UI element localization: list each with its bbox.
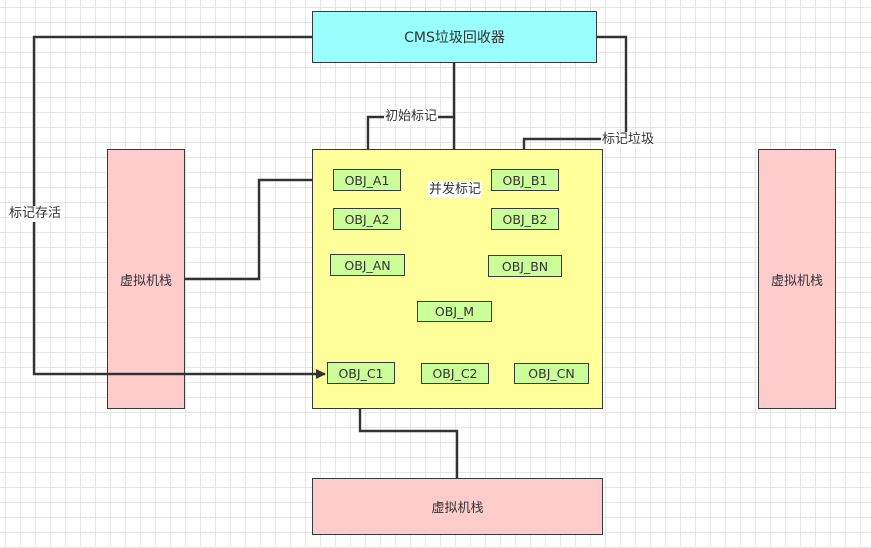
obj-a1-label: OBJ_A1 (344, 172, 390, 188)
mark-live-label: 标记存活 (8, 206, 63, 222)
vm-stack-left[interactable]: 虚拟机栈 (107, 149, 185, 409)
obj-a2-label: OBJ_A2 (344, 211, 390, 227)
mark-garbage-label: 标记垃圾 (601, 132, 656, 148)
vm-stack-left-label: 虚拟机栈 (119, 273, 172, 289)
obj-c2-node[interactable]: OBJ_C2 (421, 363, 489, 384)
obj-b1-label: OBJ_B1 (502, 172, 548, 188)
vm-stack-bottom[interactable]: 虚拟机栈 (312, 478, 603, 535)
obj-m-label: OBJ_M (434, 304, 475, 319)
obj-bn-node[interactable]: OBJ_BN (488, 255, 562, 277)
obj-m-node[interactable]: OBJ_M (417, 301, 492, 322)
obj-b1-node[interactable]: OBJ_B1 (491, 169, 559, 191)
vm-stack-right[interactable]: 虚拟机栈 (758, 149, 836, 409)
obj-bn-label: OBJ_BN (501, 258, 549, 274)
obj-b2-node[interactable]: OBJ_B2 (491, 208, 559, 230)
cms-gc-label: CMS垃圾回收器 (404, 30, 505, 46)
vm-stack-bottom-label: 虚拟机栈 (431, 501, 484, 516)
initial-mark-label: 初始标记 (384, 109, 439, 125)
vm-stack-right-label: 虚拟机栈 (770, 273, 823, 289)
edge-stack-left-to-obj-a1 (184, 175, 331, 281)
obj-cn-node[interactable]: OBJ_CN (514, 363, 589, 384)
obj-c1-label: OBJ_C1 (338, 365, 384, 381)
obj-a1-node[interactable]: OBJ_A1 (333, 169, 401, 191)
concurrent-mark-label: 并发标记 (428, 182, 483, 198)
obj-b2-label: OBJ_B2 (502, 211, 548, 227)
obj-cn-label: OBJ_CN (528, 366, 575, 381)
obj-an-label: OBJ_AN (344, 257, 391, 273)
cms-gc-node[interactable]: CMS垃圾回收器 (312, 11, 597, 63)
obj-a2-node[interactable]: OBJ_A2 (333, 208, 401, 230)
obj-c1-node[interactable]: OBJ_C1 (327, 362, 395, 384)
obj-c2-label: OBJ_C2 (432, 366, 478, 381)
obj-an-node[interactable]: OBJ_AN (330, 254, 405, 276)
